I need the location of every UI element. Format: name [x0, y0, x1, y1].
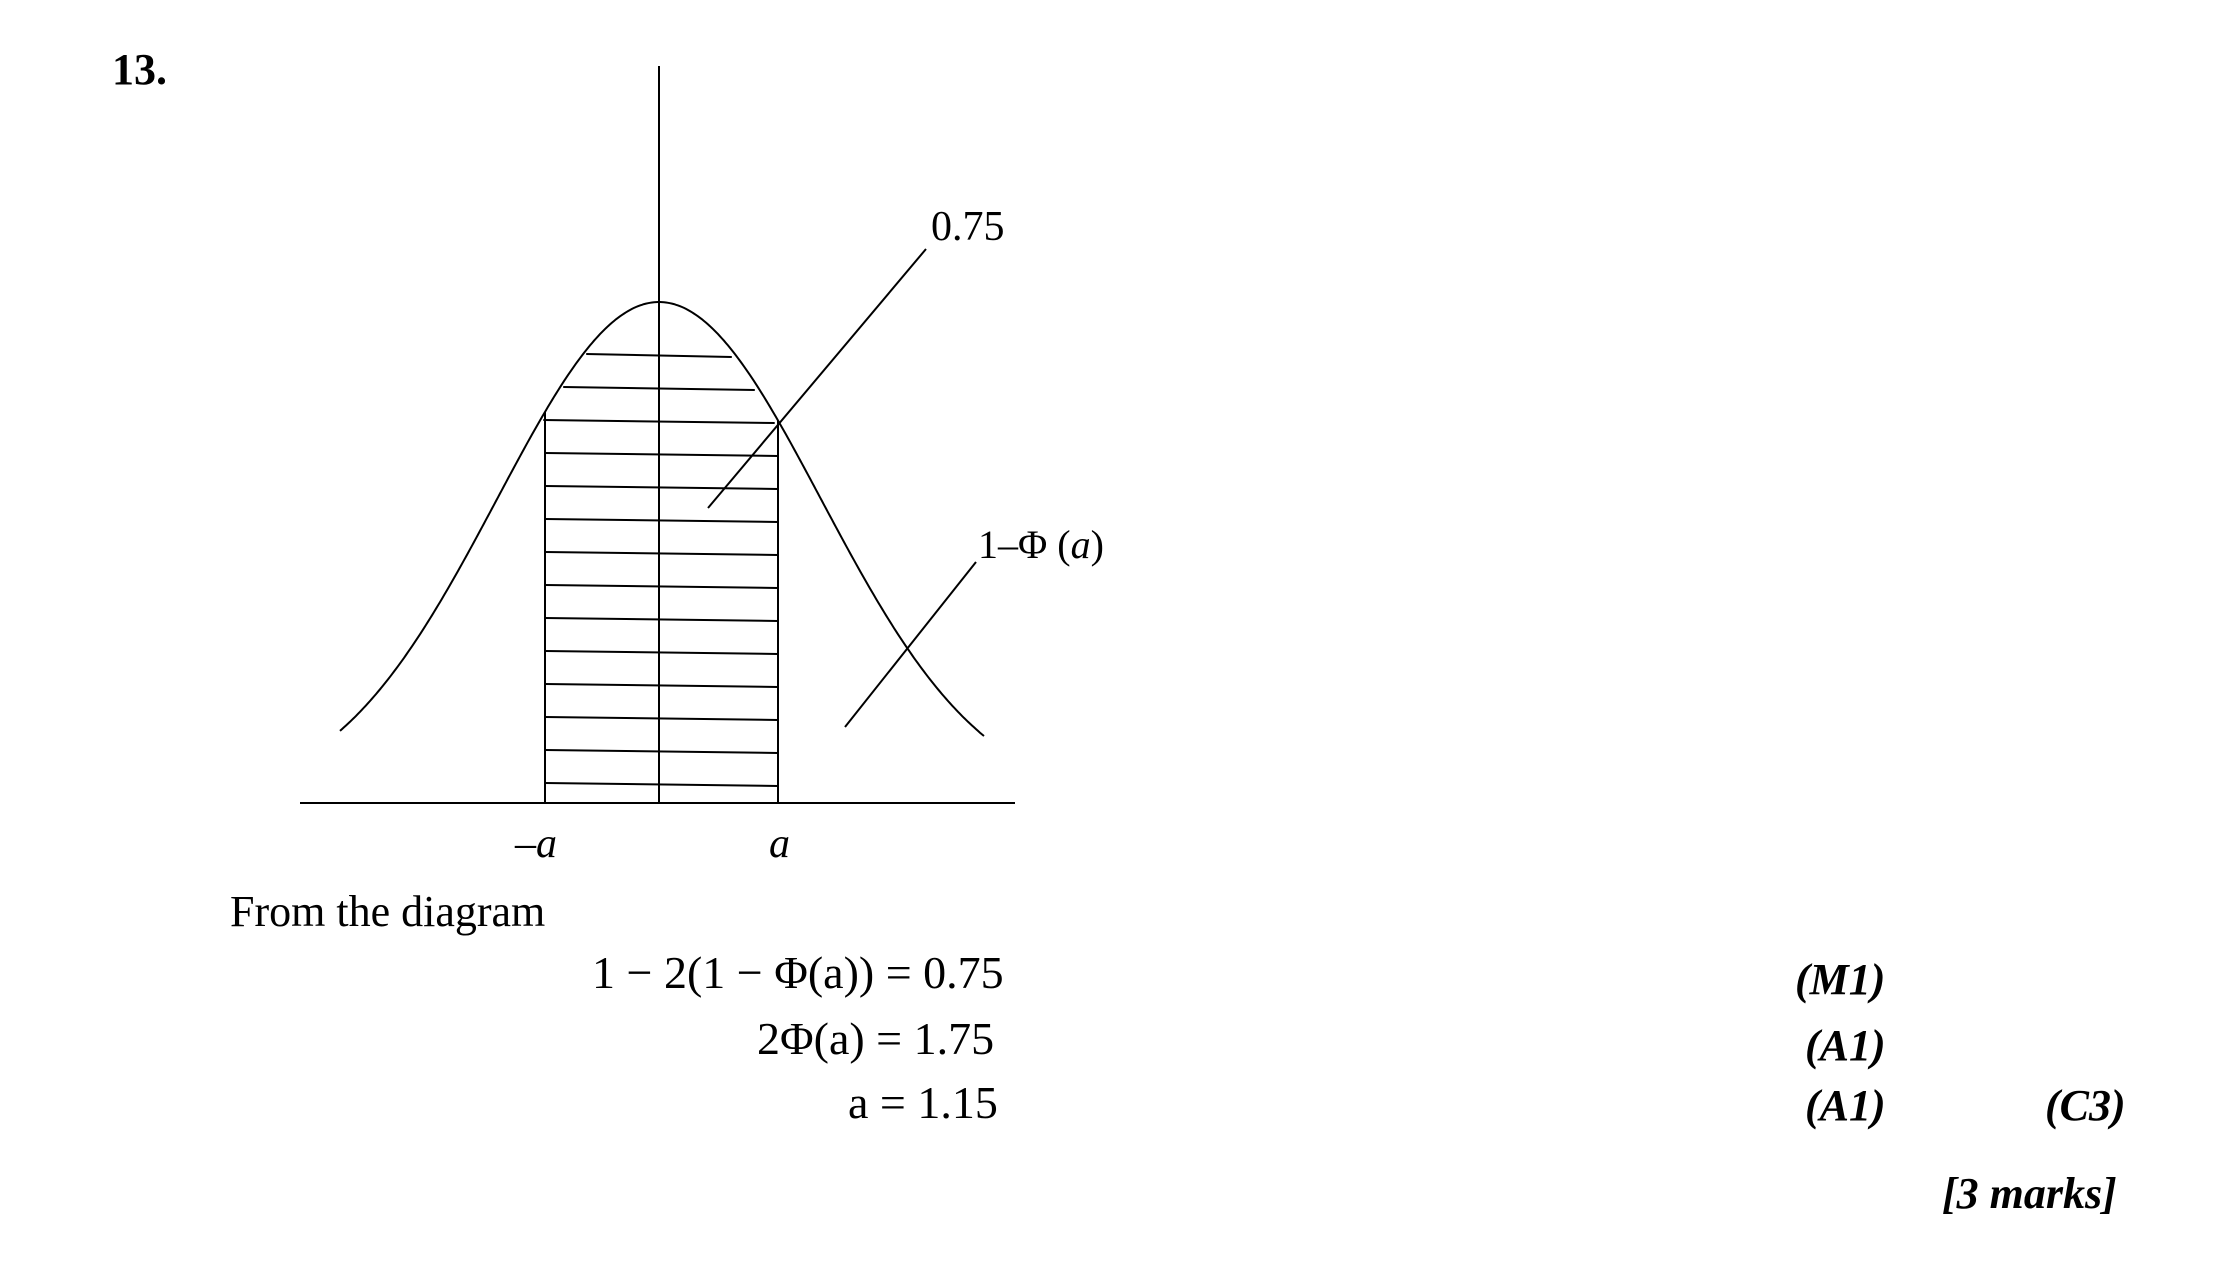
axis-label-pos-a: a	[769, 821, 790, 867]
hatch-line	[544, 485, 779, 490]
equation-line-1-text: 1 − 2(1 − Φ(a)) = 0.75	[592, 947, 1004, 998]
bell-curve	[339, 301, 985, 737]
equation-line-1: 1 − 2(1 − Φ(a)) = 0.75	[592, 946, 1004, 999]
mark-line-1: (M1)	[1795, 955, 1886, 1004]
label-shaded-area: 0.75	[931, 204, 1005, 250]
hatch-line	[544, 683, 779, 688]
equation-line-3: a = 1.15	[848, 1076, 998, 1129]
hatch-line	[544, 749, 779, 754]
shaded-region-hatching	[543, 353, 779, 787]
pointer-line-tail	[844, 561, 977, 728]
axis-label-neg-a: –a	[514, 821, 557, 867]
solution-intro: From the diagram	[230, 887, 546, 936]
normal-distribution-diagram: 0.75 1–Φ (a) –a a	[300, 66, 1104, 867]
mark-line-2: (A1)	[1805, 1021, 1886, 1070]
hatch-line	[544, 716, 779, 721]
pointer-line-shaded	[707, 248, 927, 509]
hatch-line	[544, 584, 779, 589]
hatch-line	[544, 452, 779, 457]
hatch-line	[544, 617, 779, 622]
hatch-line	[544, 650, 779, 655]
equation-line-2-text: 2Φ(a) = 1.75	[757, 1013, 995, 1064]
question-number: 13.	[112, 45, 167, 94]
equation-line-3-text: a = 1.15	[848, 1077, 998, 1128]
mark-line-3: (A1)	[1805, 1081, 1886, 1130]
hatch-line	[544, 782, 779, 787]
label-tail-area: 1–Φ (a)	[978, 522, 1104, 567]
hatch-line	[544, 518, 779, 523]
total-marks: [3 marks]	[1942, 1169, 2117, 1218]
mark-line-3-extra: (C3)	[2045, 1081, 2126, 1130]
equation-line-2: 2Φ(a) = 1.75	[757, 1012, 994, 1065]
hatch-line	[544, 551, 779, 556]
